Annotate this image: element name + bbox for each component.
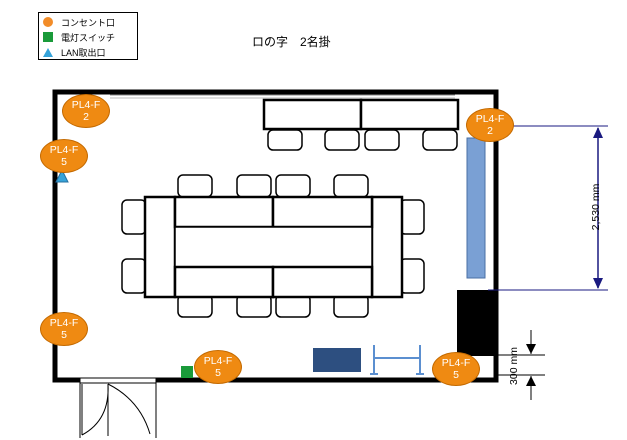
legend-row-outlet: コンセント口 <box>43 15 115 29</box>
outlet-tag-code: PL4-F <box>441 357 471 369</box>
legend-switch-label: 電灯スイッチ <box>61 32 116 43</box>
chair <box>121 258 147 294</box>
outlet-tag: PL4-F 2 <box>62 94 110 128</box>
chair <box>333 294 369 318</box>
light-switch-icon <box>43 32 53 42</box>
legend-row-switch: 電灯スイッチ <box>43 30 115 44</box>
wall-table-right <box>359 98 460 131</box>
light-switch-icon <box>181 366 193 378</box>
outlet-tag-number: 5 <box>453 369 459 381</box>
outlet-tag-code: PL4-F <box>71 99 101 111</box>
legend: コンセント口 電灯スイッチ LAN取出口 <box>38 12 138 60</box>
monitor-stand <box>313 348 361 372</box>
door-swing-left <box>81 383 109 436</box>
chair <box>422 129 458 151</box>
outlet-tag-code: PL4-F <box>203 355 233 367</box>
dim-label-300: 300 mm <box>508 347 520 385</box>
chair <box>364 129 400 151</box>
outlet-tag-number: 5 <box>215 367 221 379</box>
chair <box>177 174 213 198</box>
chair <box>399 199 425 235</box>
chair <box>324 129 360 151</box>
whiteboard-stand <box>370 345 424 375</box>
table-center <box>174 226 373 268</box>
outlet-tag-number: 5 <box>61 329 67 341</box>
lan-port-icon <box>43 47 53 57</box>
dim-arrow-up <box>593 127 603 138</box>
dim-arrow-300-down <box>526 344 536 354</box>
table-right-end <box>370 195 404 299</box>
layout-title: ロの字 2名掛 <box>252 35 331 49</box>
outlet-tag-code: PL4-F <box>49 144 79 156</box>
dim-arrow-300-up <box>526 376 536 386</box>
table-bottom-right <box>271 265 374 299</box>
legend-lan-label: LAN取出口 <box>61 47 106 58</box>
wall-cabinet <box>466 137 486 279</box>
chair <box>236 174 272 198</box>
outlet-tag-code: PL4-F <box>49 317 79 329</box>
chair <box>333 174 369 198</box>
chair <box>177 294 213 318</box>
table-bottom-left <box>173 265 275 299</box>
dim-label-right-wall: 2,530 mm <box>590 183 602 231</box>
door-threshold <box>79 377 157 384</box>
legend-row-lan: LAN取出口 <box>43 45 106 59</box>
lan-port-icon <box>55 168 69 183</box>
pillar <box>457 290 495 356</box>
outlet-icon <box>43 17 53 27</box>
door-swing-right <box>107 383 151 435</box>
chair <box>121 199 147 235</box>
outlet-tag: PL4-F 5 <box>40 312 88 346</box>
outlet-tag: PL4-F 5 <box>194 350 242 384</box>
legend-outlet-label: コンセント口 <box>61 17 116 28</box>
outlet-tag-number: 5 <box>61 156 67 168</box>
chair <box>275 294 311 318</box>
outlet-tag: PL4-F 5 <box>432 352 480 386</box>
chair <box>236 294 272 318</box>
table-top-right <box>271 195 374 229</box>
outlet-tag: PL4-F 2 <box>466 108 514 142</box>
table-top-left <box>173 195 275 229</box>
wall-table-left <box>262 98 363 131</box>
outlet-tag-number: 2 <box>487 125 493 137</box>
chair <box>275 174 311 198</box>
chair <box>267 129 303 151</box>
table-left-end <box>143 195 177 299</box>
room-walls <box>52 89 499 383</box>
chair <box>399 258 425 294</box>
outlet-tag-code: PL4-F <box>475 113 505 125</box>
outlet-tag: PL4-F 5 <box>40 139 88 173</box>
dim-arrow-down <box>593 278 603 289</box>
outlet-tag-number: 2 <box>83 111 89 123</box>
